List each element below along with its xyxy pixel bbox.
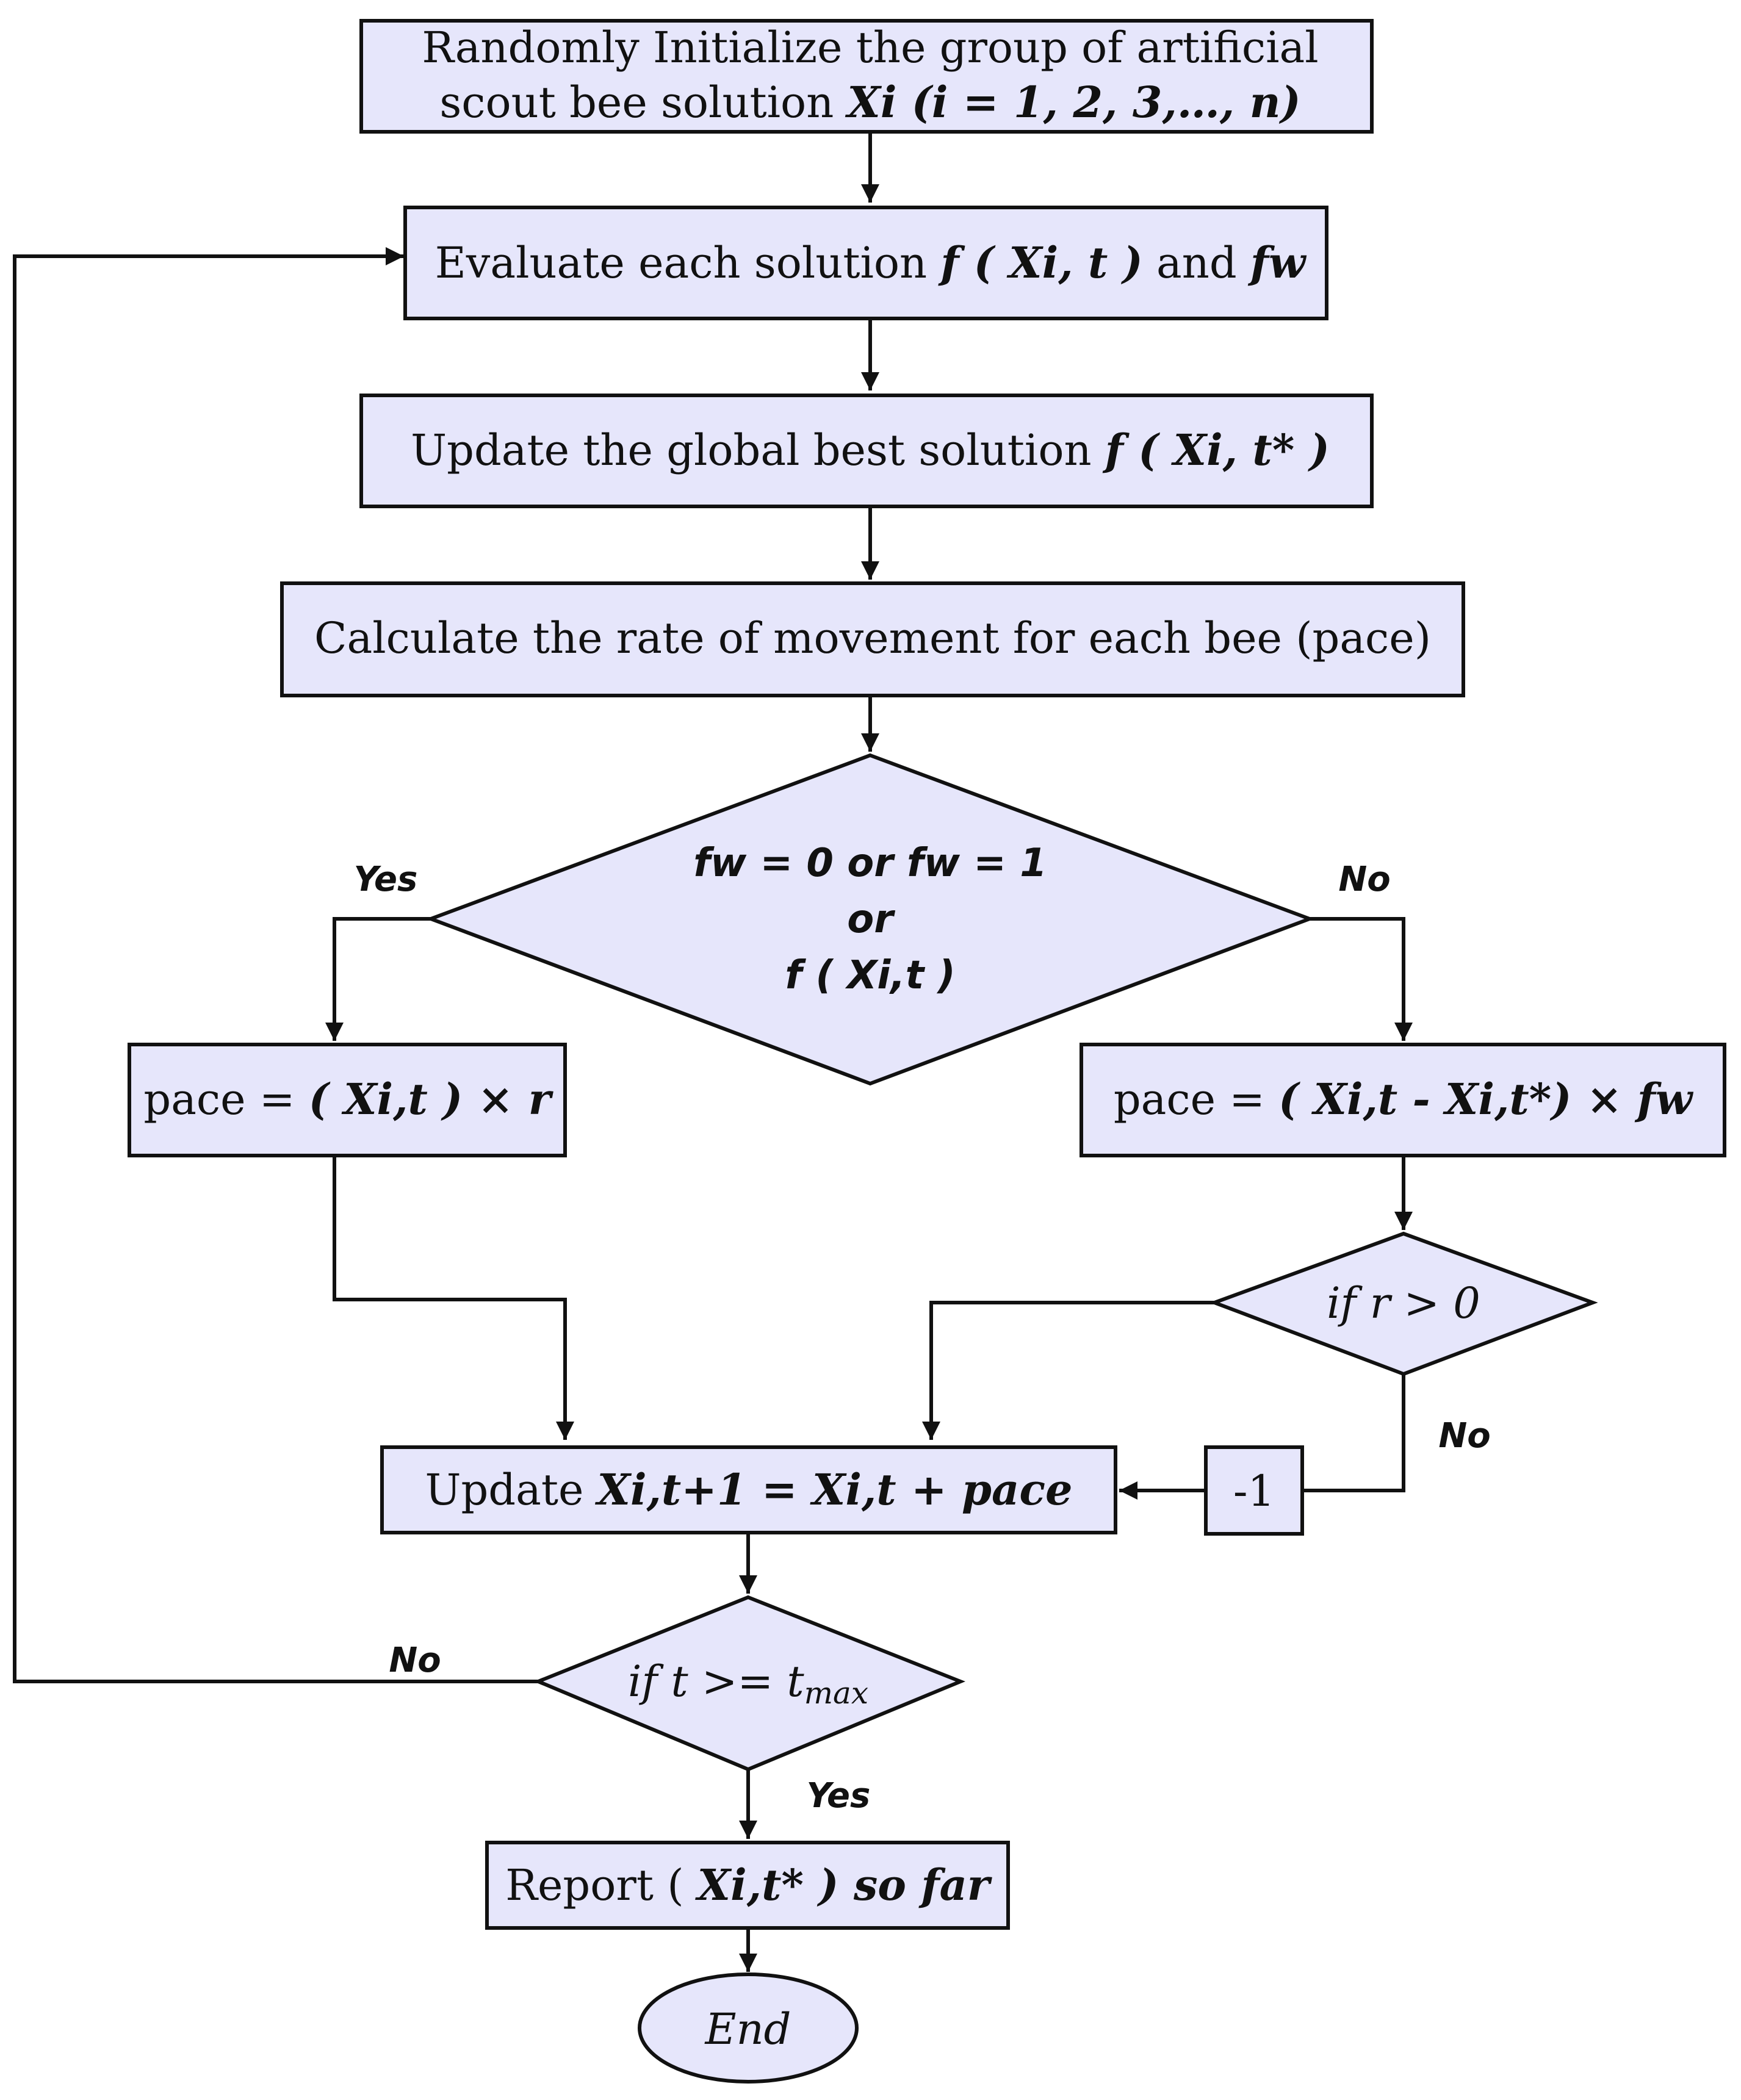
decision-t-text: if t >= tmax — [628, 1656, 868, 1711]
node-pace-yes: pace = ( Xi,t ) × r — [128, 1043, 567, 1157]
pace-no-text: pace = ( Xi,t - Xi,t*) × fw — [1114, 1074, 1694, 1124]
report-text: Report ( Xi,t* ) so far — [505, 1860, 993, 1910]
end-text: End — [704, 2004, 791, 2054]
edge-decision-no — [1310, 917, 1413, 1041]
decision-fw-line1: fw = 0 or fw = 1 — [693, 841, 1047, 886]
label-t-yes: Yes — [807, 1776, 871, 1816]
edge-decision-r-yes-to-update — [922, 1301, 1214, 1440]
edge-pace-yes-to-update — [333, 1156, 574, 1440]
init-line1: Randomly Initialize the group of artific… — [422, 23, 1318, 73]
node-calculate-rate: Calculate the rate of movement for each … — [280, 581, 1465, 697]
node-neg-one: -1 — [1204, 1445, 1304, 1536]
node-pace-no: pace = ( Xi,t - Xi,t*) × fw — [1080, 1043, 1726, 1157]
calc-rate-text: Calculate the rate of movement for each … — [314, 613, 1431, 663]
label-t-no: No — [389, 1641, 441, 1680]
connectors — [13, 132, 1413, 1972]
pace-yes-text: pace = ( Xi,t ) × r — [143, 1074, 553, 1124]
update-best-text: Update the global best solution f ( Xi, … — [411, 425, 1330, 475]
label-r-no: No — [1438, 1416, 1490, 1456]
decision-fw-line3: f ( Xi,t ) — [785, 953, 955, 998]
node-decision-t: if t >= tmax — [533, 1595, 965, 1772]
decision-r-text: if r > 0 — [1327, 1278, 1480, 1328]
node-initialize: Randomly Initialize the group of artific… — [359, 19, 1374, 134]
node-update-position: Update Xi,t+1 = Xi,t + pace — [380, 1445, 1117, 1534]
edge-decision-r-no-to-neg-one — [1302, 1374, 1405, 1492]
evaluate-text: Evaluate each solution f ( Xi, t ) and f… — [435, 237, 1307, 288]
edge-decision-t-no-loop — [13, 247, 538, 1683]
neg-one-text: -1 — [1233, 1466, 1275, 1516]
edge-decision-yes — [325, 917, 431, 1041]
node-update-global-best: Update the global best solution f ( Xi, … — [359, 394, 1374, 508]
update-position-text: Update Xi,t+1 = Xi,t + pace — [425, 1464, 1073, 1515]
label-fw-no: No — [1338, 860, 1390, 899]
node-report: Report ( Xi,t* ) so far — [485, 1841, 1010, 1930]
init-line2: scout bee solution Xi (i = 1, 2, 3,…, n) — [439, 77, 1300, 128]
node-end: End — [638, 1972, 859, 2084]
node-decision-fw: fw = 0 or fw = 1 or f ( Xi,t ) — [425, 753, 1315, 1086]
node-decision-r: if r > 0 — [1209, 1231, 1598, 1376]
label-fw-yes: Yes — [354, 860, 418, 899]
node-evaluate: Evaluate each solution f ( Xi, t ) and f… — [403, 206, 1328, 320]
decision-fw-line2: or — [847, 897, 895, 942]
